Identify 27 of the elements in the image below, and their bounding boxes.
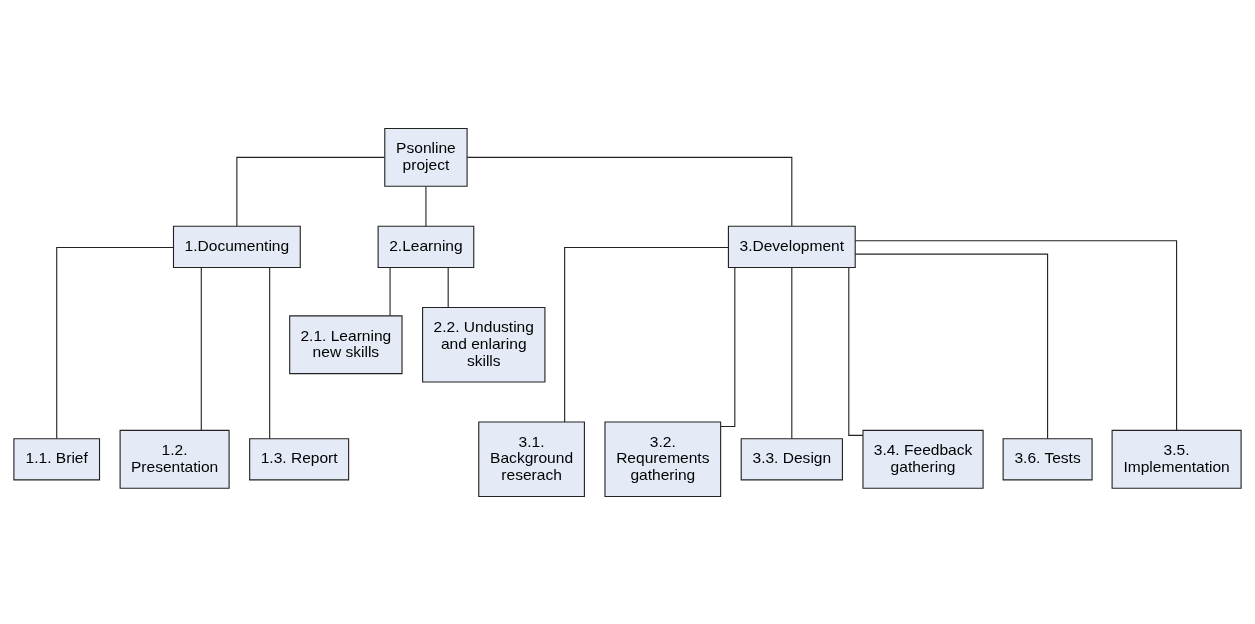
node-box: 3.3. Design — [740, 437, 843, 480]
connector — [236, 156, 385, 227]
node-box: 1.1. Brief — [13, 437, 101, 480]
node-box: 3.Development — [727, 225, 856, 268]
node-box: 1.3. Report — [249, 437, 350, 480]
node-box: 2.2. Undusting and enlaring skills — [422, 306, 546, 383]
node-box: 3.4. Feedback gathering — [862, 429, 984, 489]
connector — [447, 266, 449, 308]
connector — [425, 185, 427, 227]
connector — [56, 246, 174, 439]
node-box: 1.2. Presentation — [119, 429, 230, 489]
connector — [854, 239, 1178, 431]
node-box: 3.6. Tests — [1002, 437, 1093, 480]
connector — [854, 253, 1049, 439]
node-box: Psonline project — [384, 127, 468, 187]
node-box: 1.Documenting — [172, 225, 301, 268]
connector — [564, 246, 729, 422]
node-box: 3.1. Background reserach — [478, 421, 585, 497]
connector — [791, 266, 793, 439]
node-box: 3.5. Implementation — [1111, 429, 1242, 489]
connector — [200, 266, 202, 431]
connector — [269, 266, 271, 439]
connector — [466, 156, 793, 227]
connector — [389, 266, 391, 316]
node-box: 2.1. Learning new skills — [289, 314, 403, 374]
node-box: 2.Learning — [377, 225, 475, 268]
node-box: 3.2. Requrements gathering — [604, 421, 722, 497]
